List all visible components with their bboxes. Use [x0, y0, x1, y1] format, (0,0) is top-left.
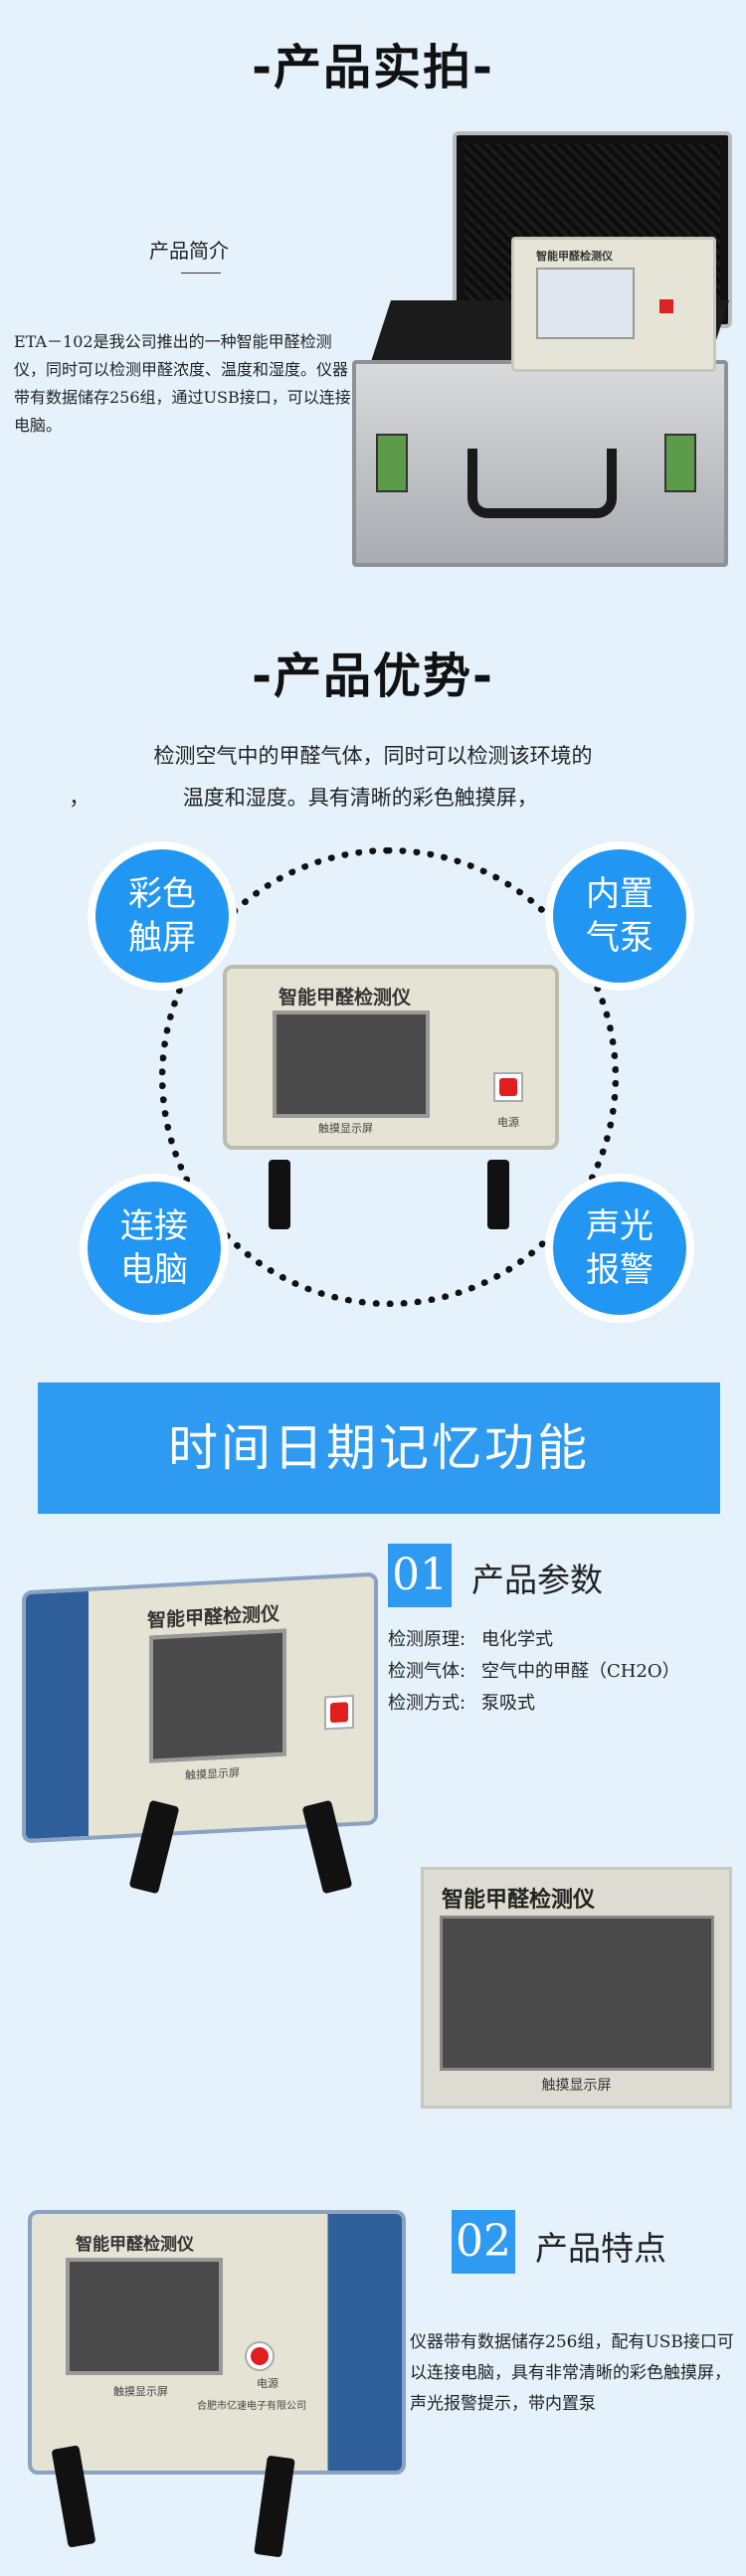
photo-section-title: -产品实拍- — [252, 40, 494, 95]
case-body — [352, 360, 728, 567]
memory-banner: 时间日期记忆功能 — [38, 1382, 720, 1514]
product-case-photo: 智能甲醛检测仪 — [348, 131, 732, 599]
advantage-line-2: ， 温度和湿度。具有清晰的彩色触摸屏， — [69, 786, 538, 810]
device-angled-2: 智能甲醛检测仪 触摸显示屏 电源 合肥市亿速电子有限公司 — [28, 2210, 406, 2475]
device-in-case: 智能甲醛检测仪 — [511, 237, 716, 372]
badge-built-in-pump: 内置 气泵 — [545, 841, 694, 991]
intro-underline — [181, 273, 221, 274]
param-row: 检测原理:电化学式 — [388, 1629, 553, 1650]
intro-text: ETA－102是我公司推出的一种智能甲醛检测仪，同时可以检测甲醛浓度、温度和湿度… — [14, 332, 351, 435]
badge-color-touchscreen: 彩色 触屏 — [88, 841, 237, 991]
features-text: 仪器带有数据储存256组，配有USB接口可以连接电脑，具有非常清晰的彩色触摸屏，… — [410, 2332, 734, 2414]
badge-connect-pc: 连接 电脑 — [80, 1174, 229, 1323]
features-number: 02 — [452, 2210, 515, 2274]
device-front-center: 智能甲醛检测仪 触摸显示屏 电源 — [223, 965, 559, 1150]
advantage-section-title: -产品优势- — [252, 648, 494, 704]
case-handle — [467, 449, 617, 518]
badge-sound-light-alarm: 声光 报警 — [545, 1174, 694, 1323]
params-title: 产品参数 — [471, 1561, 603, 1599]
param-row: 检测气体:空气中的甲醛（CH2O） — [388, 1661, 680, 1682]
param-row: 检测方式:泵吸式 — [388, 1693, 535, 1714]
intro-heading: 产品简介 — [149, 239, 229, 263]
touch-screen-closeup: 智能甲醛检测仪 触摸显示屏 — [421, 1867, 732, 2109]
params-number: 01 — [388, 1544, 452, 1607]
advantage-line-1: 检测空气中的甲醛气体，同时可以检测该环境的 — [153, 744, 593, 768]
features-title: 产品特点 — [535, 2229, 666, 2268]
dotted-ring — [159, 847, 619, 1307]
